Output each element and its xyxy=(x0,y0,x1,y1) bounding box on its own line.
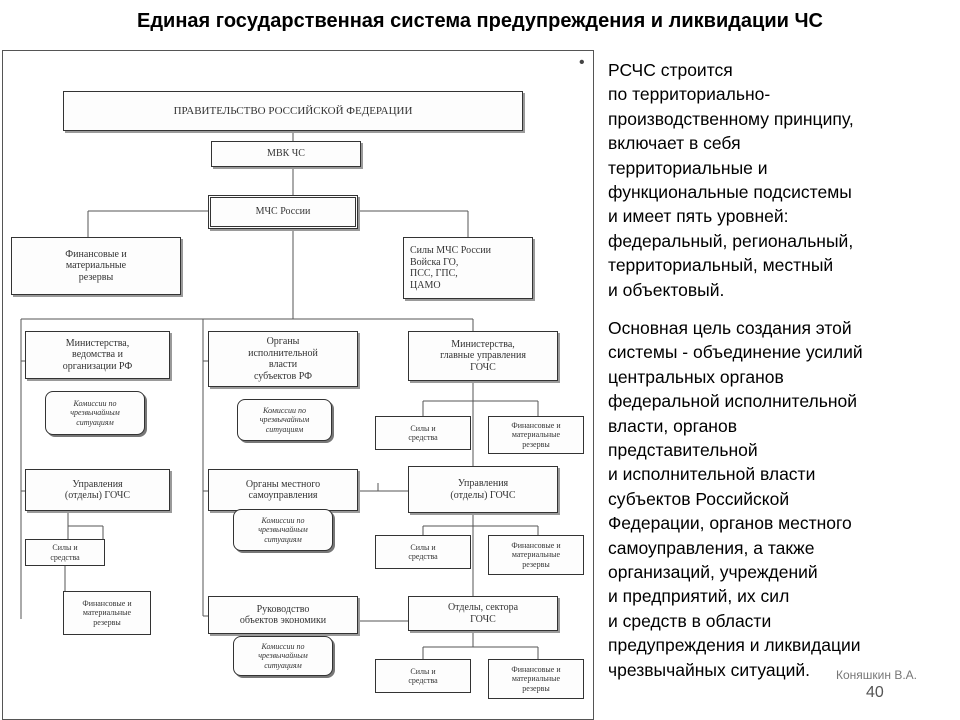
commission-2: Комиссии по чрезвычайным ситуациям xyxy=(237,399,332,441)
node-forces-means-2: Силы и средства xyxy=(375,416,471,450)
author-label: Коняшкин В.А. xyxy=(836,668,918,682)
node-fin-reserves-3: Финансовые и материальные резервы xyxy=(488,535,584,575)
node-forces-means-3: Силы и средства xyxy=(375,535,471,569)
node-mvk: МВК ЧС xyxy=(211,141,361,167)
bullet-dot: • xyxy=(579,54,585,71)
node-reserves: Финансовые и материальные резервы xyxy=(11,237,181,295)
node-fin-reserves-4: Финансовые и материальные резервы xyxy=(488,659,584,699)
node-local-gov: Органы местного самоуправления xyxy=(208,469,358,511)
paragraph-structure: РСЧС строится по территориально- произво… xyxy=(608,60,854,300)
node-ministries-gochs: Министерства, главные управления ГОЧС xyxy=(408,331,558,381)
node-mchs: МЧС России xyxy=(208,195,358,229)
node-ministries: Министерства, ведомства и организации РФ xyxy=(25,331,170,379)
paragraph-goal: Основная цель создания этой системы - об… xyxy=(608,318,863,680)
node-forces: Силы МЧС России Войска ГО, ПСС, ГПС, ЦАМ… xyxy=(403,237,533,299)
node-departments-2: Управления (отделы) ГОЧС xyxy=(408,466,558,513)
node-forces-means-1: Силы и средства xyxy=(25,539,105,566)
node-government: ПРАВИТЕЛЬСТВО РОССИЙСКОЙ ФЕДЕРАЦИИ xyxy=(63,91,523,131)
node-fin-reserves-1: Финансовые и материальные резервы xyxy=(63,591,151,635)
commission-1: Комиссии по чрезвычайным ситуациям xyxy=(45,391,145,435)
commission-3: Комиссии по чрезвычайным ситуациям xyxy=(233,509,333,551)
node-sections: Отделы, сектора ГОЧС xyxy=(408,596,558,631)
node-management: Руководство объектов экономики xyxy=(208,596,358,634)
commission-4: Комиссии по чрезвычайным ситуациям xyxy=(233,636,333,676)
node-departments-1: Управления (отделы) ГОЧС xyxy=(25,469,170,511)
page-number: 40 xyxy=(866,684,884,701)
node-fin-reserves-2: Финансовые и материальные резервы xyxy=(488,416,584,454)
node-forces-means-4: Силы и средства xyxy=(375,659,471,693)
connector-lines xyxy=(20,131,539,659)
slide-title: Единая государственная система предупреж… xyxy=(137,10,823,32)
node-executive: Органы исполнительной власти субъектов Р… xyxy=(208,331,358,387)
org-chart: ПРАВИТЕЛЬСТВО РОССИЙСКОЙ ФЕДЕРАЦИИ МВК Ч… xyxy=(2,50,594,720)
